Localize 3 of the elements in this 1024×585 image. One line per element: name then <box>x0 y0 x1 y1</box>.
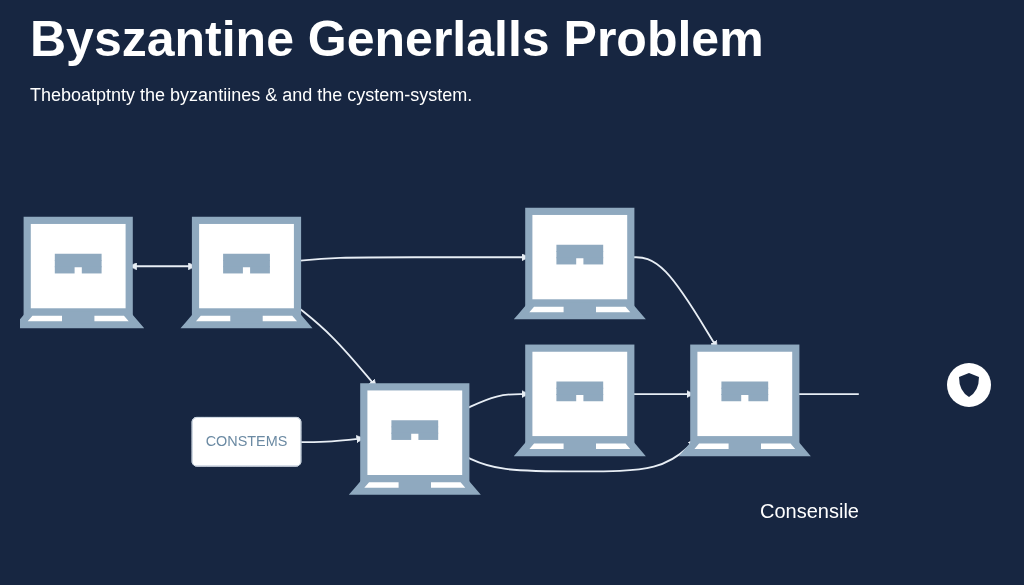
note-text: Consensile <box>760 500 859 523</box>
subtitle: Theboatptnty the byzantiines & and the cystem-system. <box>30 85 473 106</box>
title: Byszantine Generlalls Problem <box>30 10 764 68</box>
